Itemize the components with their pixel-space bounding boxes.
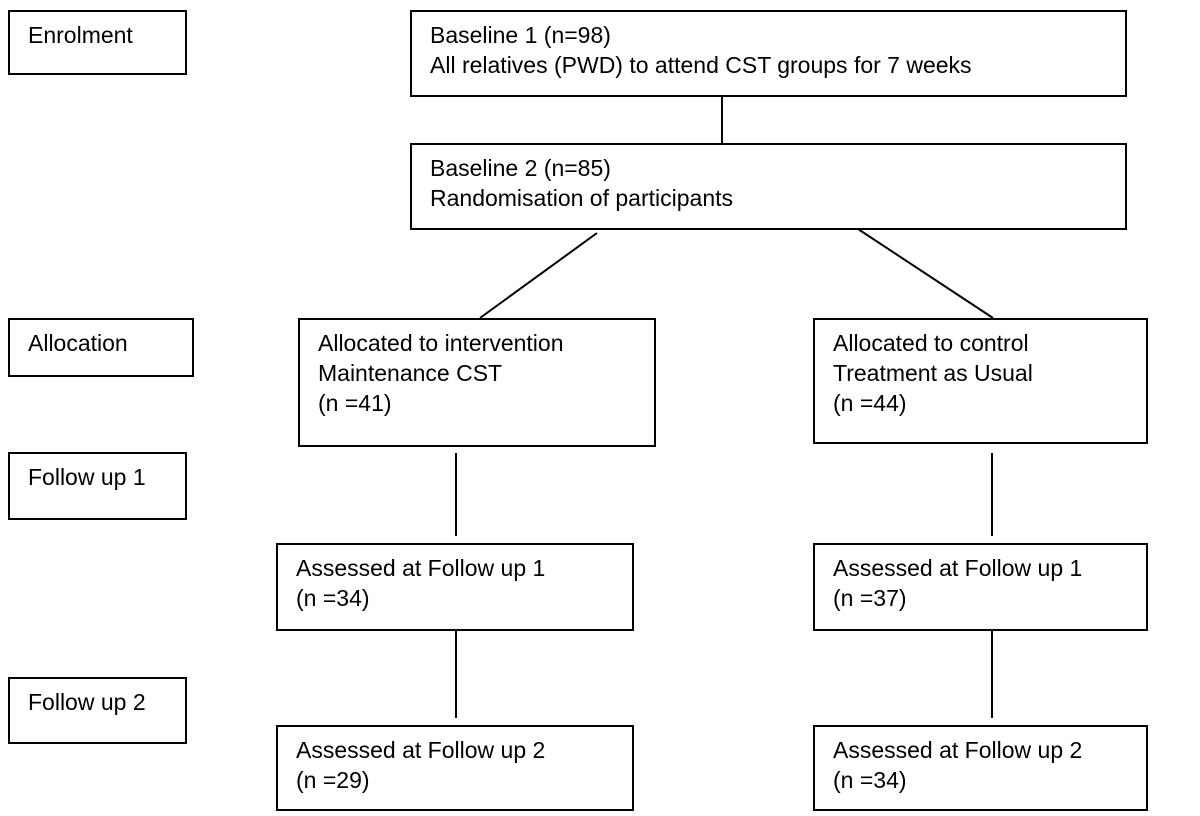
box-text: Randomisation of participants <box>430 185 733 211</box>
stage-allocation: Allocation <box>8 318 194 377</box>
box-text: Treatment as Usual <box>833 360 1033 386</box>
stage-label: Follow up 1 <box>28 464 146 490</box>
stage-label: Enrolment <box>28 22 133 48</box>
connector-baseline2-intervention <box>479 232 598 319</box>
box-text: (n =34) <box>833 767 907 793</box>
control-allocated-box: Allocated to control Treatment as Usual … <box>813 318 1148 444</box>
box-text: Maintenance CST <box>318 360 503 386</box>
box-text: (n =29) <box>296 767 370 793</box>
box-text: (n =44) <box>833 390 907 416</box>
box-text: Baseline 1 (n=98) <box>430 22 611 48</box>
connector-baseline2-control <box>857 228 994 319</box>
box-text: Assessed at Follow up 2 <box>833 737 1083 763</box>
box-text: (n =37) <box>833 585 907 611</box>
box-text: (n =41) <box>318 390 392 416</box>
stage-enrolment: Enrolment <box>8 10 187 75</box>
stage-label: Follow up 2 <box>28 689 146 715</box>
box-text: Allocated to control <box>833 330 1029 356</box>
control-fu2-box: Assessed at Follow up 2 (n =34) <box>813 725 1148 811</box>
box-text: Assessed at Follow up 1 <box>296 555 546 581</box>
box-text: Assessed at Follow up 2 <box>296 737 546 763</box>
control-fu1-box: Assessed at Follow up 1 (n =37) <box>813 543 1148 631</box>
baseline2-box: Baseline 2 (n=85) Randomisation of parti… <box>410 143 1127 230</box>
intervention-fu2-box: Assessed at Follow up 2 (n =29) <box>276 725 634 811</box>
box-text: Assessed at Follow up 1 <box>833 555 1083 581</box>
box-text: Baseline 2 (n=85) <box>430 155 611 181</box>
intervention-fu1-box: Assessed at Follow up 1 (n =34) <box>276 543 634 631</box>
box-text: (n =34) <box>296 585 370 611</box>
stage-label: Allocation <box>28 330 128 356</box>
box-text: Allocated to intervention <box>318 330 564 356</box>
intervention-allocated-box: Allocated to intervention Maintenance CS… <box>298 318 656 447</box>
stage-follow-up-1: Follow up 1 <box>8 452 187 520</box>
stage-follow-up-2: Follow up 2 <box>8 677 187 744</box>
baseline1-box: Baseline 1 (n=98) All relatives (PWD) to… <box>410 10 1127 97</box>
box-text: All relatives (PWD) to attend CST groups… <box>430 52 972 78</box>
